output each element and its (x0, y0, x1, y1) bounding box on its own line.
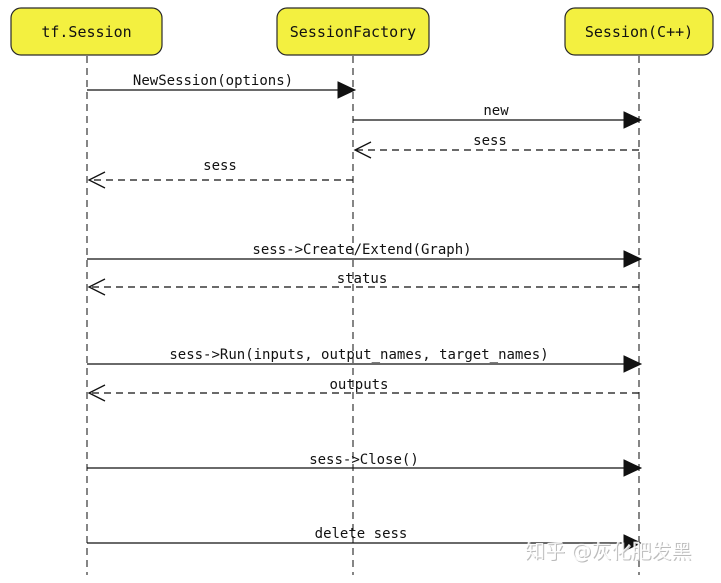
actor-tf-session: tf.Session (10, 7, 163, 56)
watermark-text: 知乎 @灰化肥发黑 (525, 539, 691, 563)
message-newsession: NewSession(options) (87, 73, 357, 99)
arrowhead-open (87, 278, 106, 296)
watermark-shadow-text: 知乎 @灰化肥发黑 (526, 540, 692, 564)
arrowhead-filled (623, 250, 643, 268)
arrowhead-filled (623, 459, 643, 477)
actor-label: SessionFactory (290, 23, 416, 41)
message-sess-return-client: sess (87, 158, 353, 189)
message-status: status (87, 271, 639, 296)
watermark: 知乎 @灰化肥发黑 知乎 @灰化肥发黑 (525, 539, 692, 564)
message-create-extend: sess->Create/Extend(Graph) (87, 242, 643, 268)
message-label: NewSession(options) (133, 73, 293, 89)
actor-session-factory: SessionFactory (276, 7, 430, 56)
actor-label: tf.Session (41, 23, 131, 41)
message-label: new (483, 103, 509, 119)
arrowhead-open (87, 384, 106, 402)
message-sess-return-factory: sess (353, 133, 639, 159)
arrowhead-open (87, 171, 106, 189)
message-label: status (337, 271, 388, 287)
arrowhead-filled (623, 534, 643, 552)
message-label: sess (203, 158, 237, 174)
message-outputs: outputs (87, 377, 639, 402)
actor-label: Session(C++) (585, 23, 693, 41)
arrowhead-filled (623, 355, 643, 373)
message-label: outputs (329, 377, 388, 393)
message-label: sess (473, 133, 507, 149)
arrowhead-filled (623, 111, 643, 129)
message-label: sess->Close() (309, 452, 419, 468)
arrowhead-open (353, 141, 372, 159)
message-new: new (353, 103, 643, 129)
message-label: sess->Run(inputs, output_names, target_n… (169, 347, 548, 363)
message-label: delete sess (315, 526, 408, 542)
message-run: sess->Run(inputs, output_names, target_n… (87, 347, 643, 373)
message-label: sess->Create/Extend(Graph) (252, 242, 471, 258)
actor-session-cpp: Session(C++) (564, 7, 714, 56)
message-delete: delete sess (87, 526, 643, 552)
message-close: sess->Close() (87, 452, 643, 477)
arrowhead-filled (337, 81, 357, 99)
